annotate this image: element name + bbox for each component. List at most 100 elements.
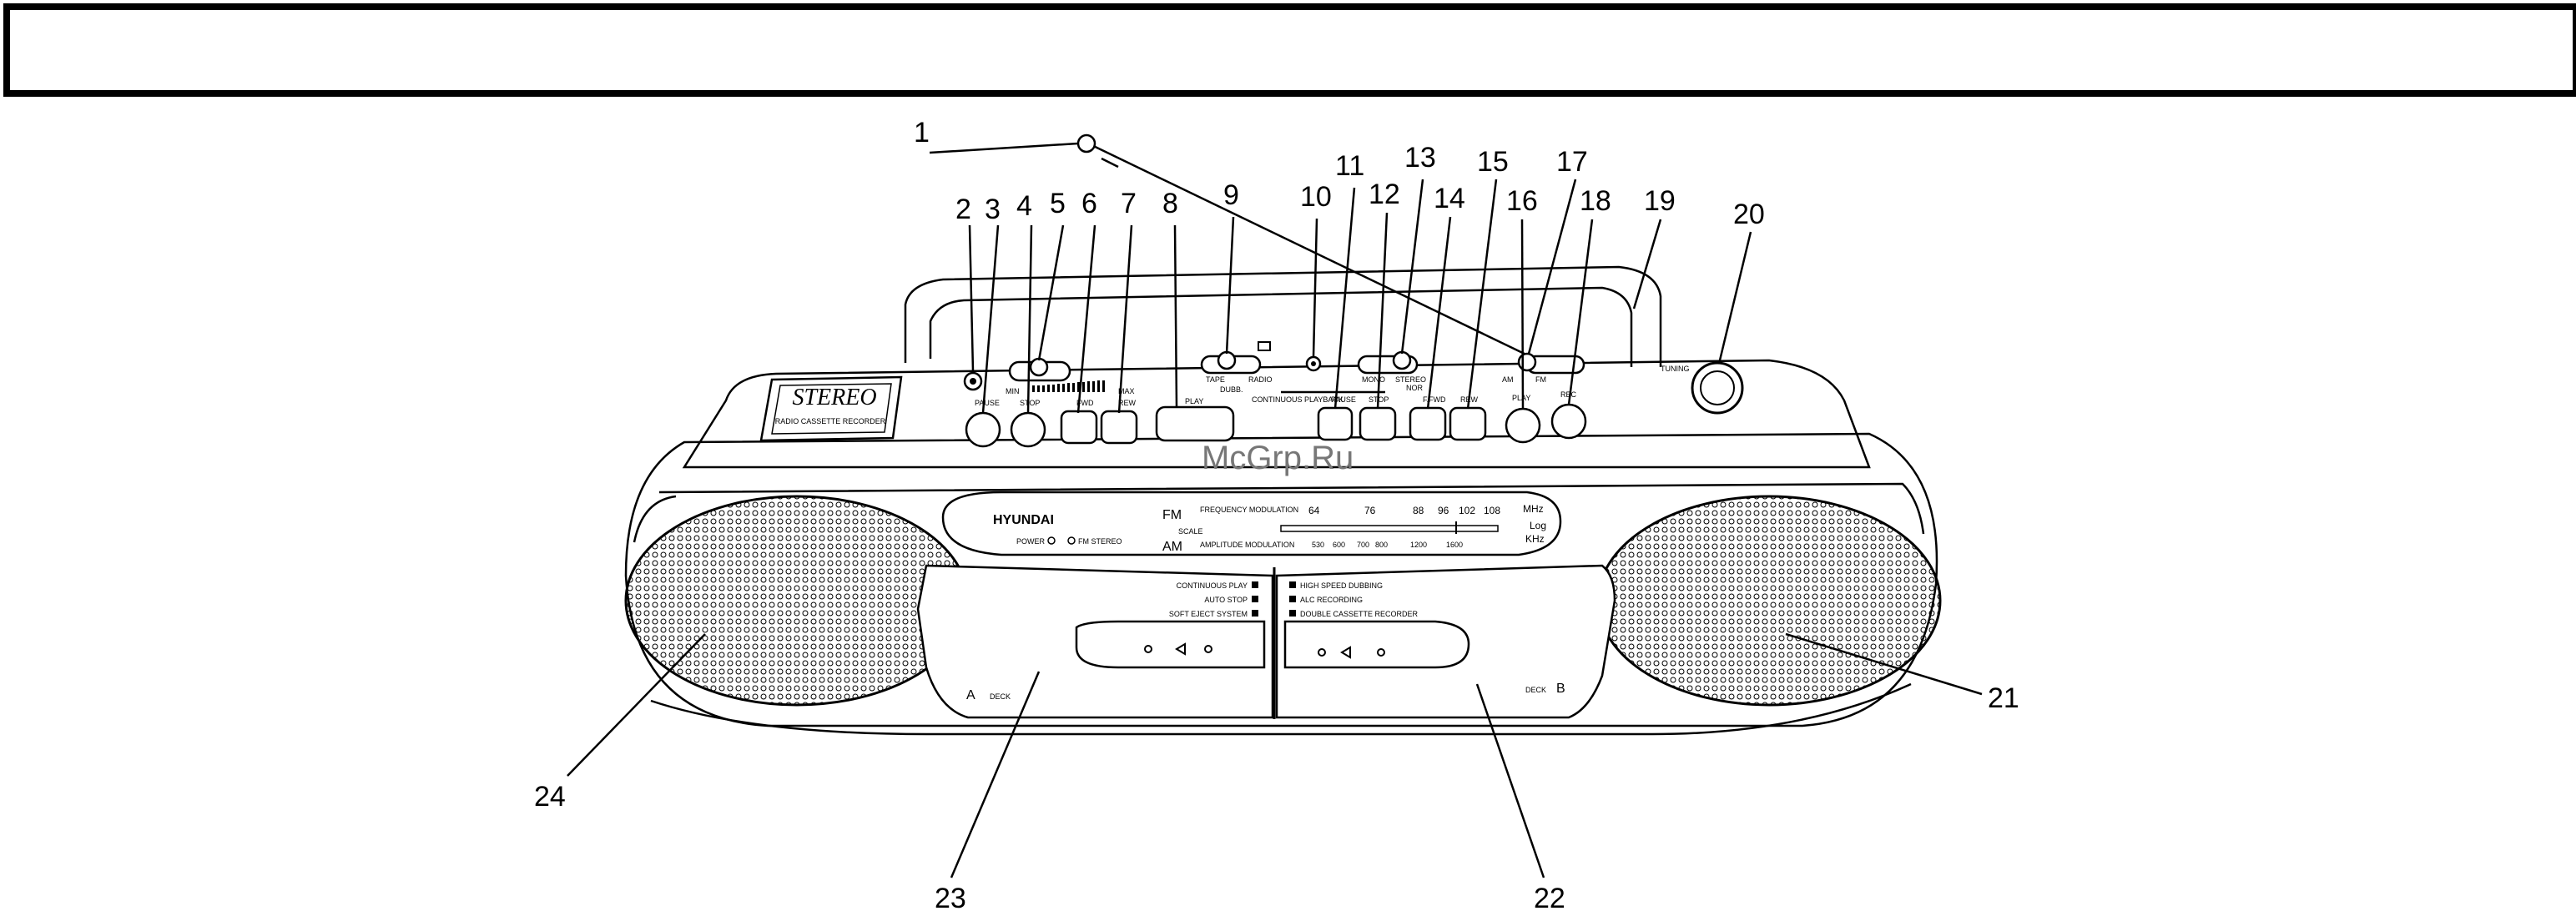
callout-9: 9 [1223, 179, 1239, 211]
svg-text:DOUBLE CASSETTE RECORDER: DOUBLE CASSETTE RECORDER [1300, 610, 1419, 618]
callout-3: 3 [985, 194, 1001, 225]
svg-text:96: 96 [1438, 505, 1449, 516]
svg-text:88: 88 [1413, 505, 1424, 516]
rec-key-b[interactable] [1550, 403, 1587, 440]
leader-20 [1717, 231, 1752, 365]
callout-18: 18 [1580, 185, 1611, 217]
right-speaker-grille [1596, 495, 1942, 707]
leader-12 [1376, 212, 1389, 410]
ffwd-key-b[interactable] [1409, 406, 1447, 441]
cassette-decks: CONTINUOUS PLAY AUTO STOP SOFT EJECT SYS… [916, 564, 1616, 719]
leader-17 [1527, 179, 1577, 355]
callout-11: 11 [1335, 150, 1364, 182]
svg-text:MIN: MIN [1006, 387, 1020, 395]
play-key-b[interactable] [1505, 407, 1541, 444]
callout-6: 6 [1081, 188, 1097, 219]
svg-text:DECK: DECK [1525, 686, 1546, 694]
fwd-key-a[interactable] [1060, 410, 1098, 445]
svg-text:PAUSE: PAUSE [975, 399, 1000, 407]
svg-text:F.FWD: F.FWD [1423, 395, 1446, 404]
svg-text:Log: Log [1530, 520, 1546, 531]
svg-text:DECK: DECK [990, 692, 1011, 701]
leader-9 [1225, 216, 1235, 355]
svg-text:800: 800 [1375, 541, 1388, 549]
device-body [624, 133, 1938, 736]
svg-text:SOFT EJECT SYSTEM: SOFT EJECT SYSTEM [1169, 610, 1248, 618]
leader-21 [1785, 632, 1983, 696]
svg-text:POWER: POWER [1016, 537, 1046, 546]
svg-text:108: 108 [1484, 505, 1500, 516]
leader-11 [1333, 187, 1356, 410]
callout-7: 7 [1121, 188, 1137, 219]
leader-6 [1076, 224, 1096, 414]
carry-handle-inner [929, 286, 1633, 367]
leader-7 [1117, 224, 1133, 414]
leader-1 [929, 142, 1079, 154]
leader-2 [968, 224, 975, 372]
svg-text:FWD: FWD [1076, 399, 1094, 407]
top-controls: MIN MAX TAPE RADIO DUBB. [963, 341, 1744, 415]
leader-22 [1475, 683, 1545, 878]
svg-text:64: 64 [1308, 505, 1320, 516]
svg-text:FM: FM [1162, 508, 1182, 522]
leader-13 [1400, 179, 1424, 355]
svg-text:NOR: NOR [1406, 384, 1424, 392]
pause-key-b[interactable] [1317, 406, 1354, 441]
svg-text:AM: AM [1502, 375, 1514, 384]
svg-text:102: 102 [1459, 505, 1475, 516]
callout-5: 5 [1050, 188, 1066, 219]
svg-text:TAPE: TAPE [1206, 375, 1225, 384]
callout-12: 12 [1369, 179, 1400, 210]
leader-8 [1173, 224, 1178, 408]
fm-stereo-led [1067, 536, 1076, 545]
callout-21: 21 [1988, 682, 2019, 714]
carry-handle [904, 265, 1662, 367]
stop-key-a[interactable] [1010, 411, 1046, 448]
svg-text:CONTINUOUS PLAYBACK: CONTINUOUS PLAYBACK [1252, 395, 1343, 404]
svg-text:MONO: MONO [1362, 375, 1385, 384]
rew-key-b[interactable] [1449, 406, 1487, 441]
top-frame [3, 3, 2576, 97]
svg-text:AMPLITUDE MODULATION: AMPLITUDE MODULATION [1200, 541, 1294, 549]
deck-a-window [1075, 620, 1266, 669]
tuning-dial-window [1280, 525, 1499, 532]
callout-2: 2 [955, 194, 971, 225]
svg-text:SCALE: SCALE [1178, 527, 1203, 536]
stereo-badge: STEREO RADIO CASSETTE RECORDER [759, 375, 903, 442]
callout-22: 22 [1534, 883, 1565, 911]
leader-10 [1312, 218, 1318, 358]
callout-20: 20 [1733, 199, 1765, 230]
callout-4: 4 [1016, 190, 1032, 222]
svg-text:PLAY: PLAY [1512, 394, 1530, 402]
svg-text:MAX: MAX [1118, 387, 1135, 395]
svg-text:1600: 1600 [1446, 541, 1463, 549]
leader-14 [1426, 216, 1452, 410]
leader-15 [1466, 179, 1498, 410]
pause-key-a[interactable] [965, 411, 1001, 448]
leader-18 [1567, 219, 1594, 405]
front-band [658, 482, 1925, 535]
tuner-panel-outline [941, 491, 1562, 556]
svg-text:CONTINUOUS PLAY: CONTINUOUS PLAY [1177, 581, 1248, 590]
svg-text:AUTO STOP: AUTO STOP [1204, 596, 1248, 604]
svg-text:FM: FM [1535, 375, 1546, 384]
svg-text:PLAY: PLAY [1185, 397, 1203, 405]
callout-numbers: 1 2 3 4 5 6 7 8 9 10 11 12 13 14 15 16 1… [534, 117, 2019, 911]
play-key-a[interactable] [1155, 405, 1235, 442]
leader-4 [1026, 224, 1033, 414]
svg-text:FM STEREO: FM STEREO [1078, 537, 1122, 546]
svg-text:STEREO: STEREO [1395, 375, 1426, 384]
stop-key-b[interactable] [1359, 406, 1397, 441]
stereo-badge-subtext: RADIO CASSETTE RECORDER [775, 417, 886, 425]
callout-24: 24 [534, 781, 566, 813]
svg-text:A: A [966, 688, 975, 702]
power-led [1047, 536, 1056, 545]
svg-text:ALC RECORDING: ALC RECORDING [1300, 596, 1363, 604]
top-panel [682, 359, 1871, 469]
deck-b-window [1283, 620, 1470, 669]
callout-8: 8 [1162, 188, 1178, 219]
svg-text:KHz: KHz [1525, 533, 1545, 545]
svg-text:600: 600 [1333, 541, 1345, 549]
rew-key-a[interactable] [1100, 410, 1138, 445]
svg-text:TUNING: TUNING [1661, 365, 1690, 373]
